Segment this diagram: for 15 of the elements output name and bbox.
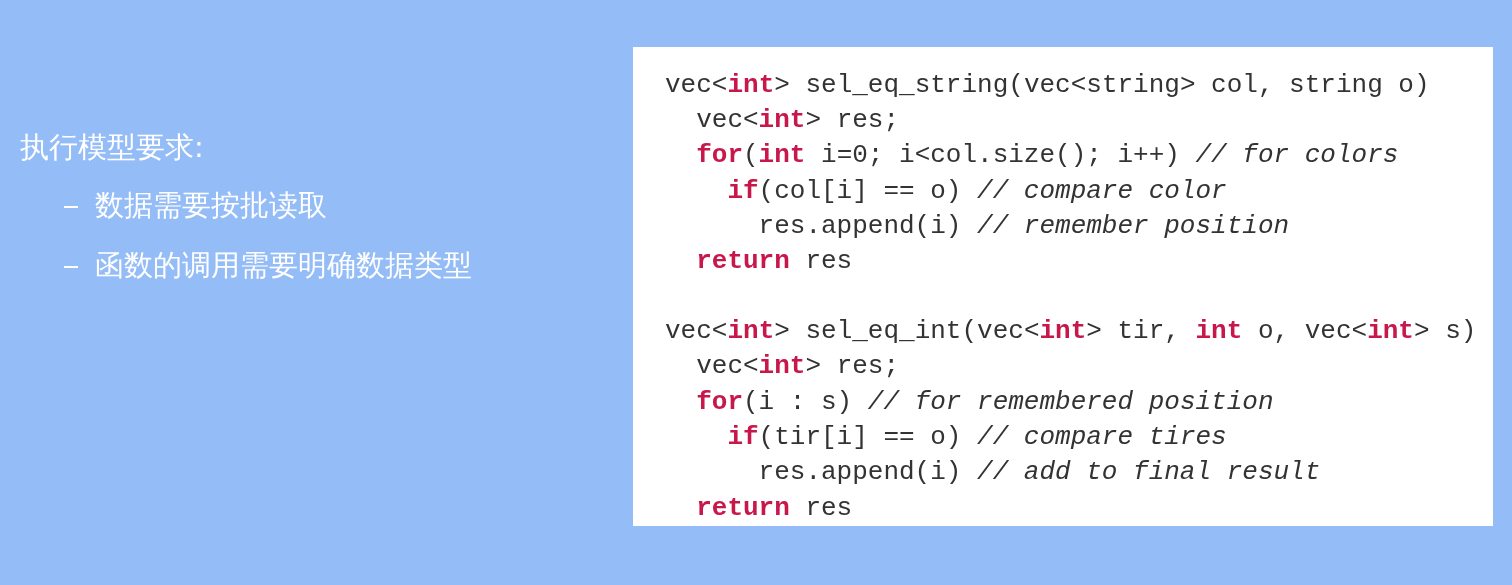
- code-line: vec<int> res;: [696, 350, 900, 382]
- code-line: for(int i=0; i<col.size(); i++) // for colors: [696, 139, 1399, 171]
- code-line: vec<int> res;: [696, 104, 900, 136]
- heading-text: 执行模型要求:: [20, 129, 204, 165]
- code-line: return res: [696, 492, 853, 524]
- code-line: vec<int> sel_eq_string(vec<string> col, string o): [665, 69, 1430, 101]
- bullet-text: 数据需要按批读取: [95, 187, 327, 223]
- code-line: vec<int> sel_eq_int(vec<int> tir, int o, vec<int> s): [665, 315, 1477, 347]
- code-line: if(tir[i] == o) // compare tires: [727, 421, 1227, 453]
- code-line: return res: [696, 245, 853, 277]
- bullet-text: 函数的调用需要明确数据类型: [95, 247, 472, 283]
- code-line: if(col[i] == o) // compare color: [727, 175, 1227, 207]
- code-line: for(i : s) // for remembered position: [696, 386, 1274, 418]
- code-line: res.append(i) // remember position: [758, 210, 1290, 242]
- code-line: res.append(i) // add to final result: [758, 456, 1321, 488]
